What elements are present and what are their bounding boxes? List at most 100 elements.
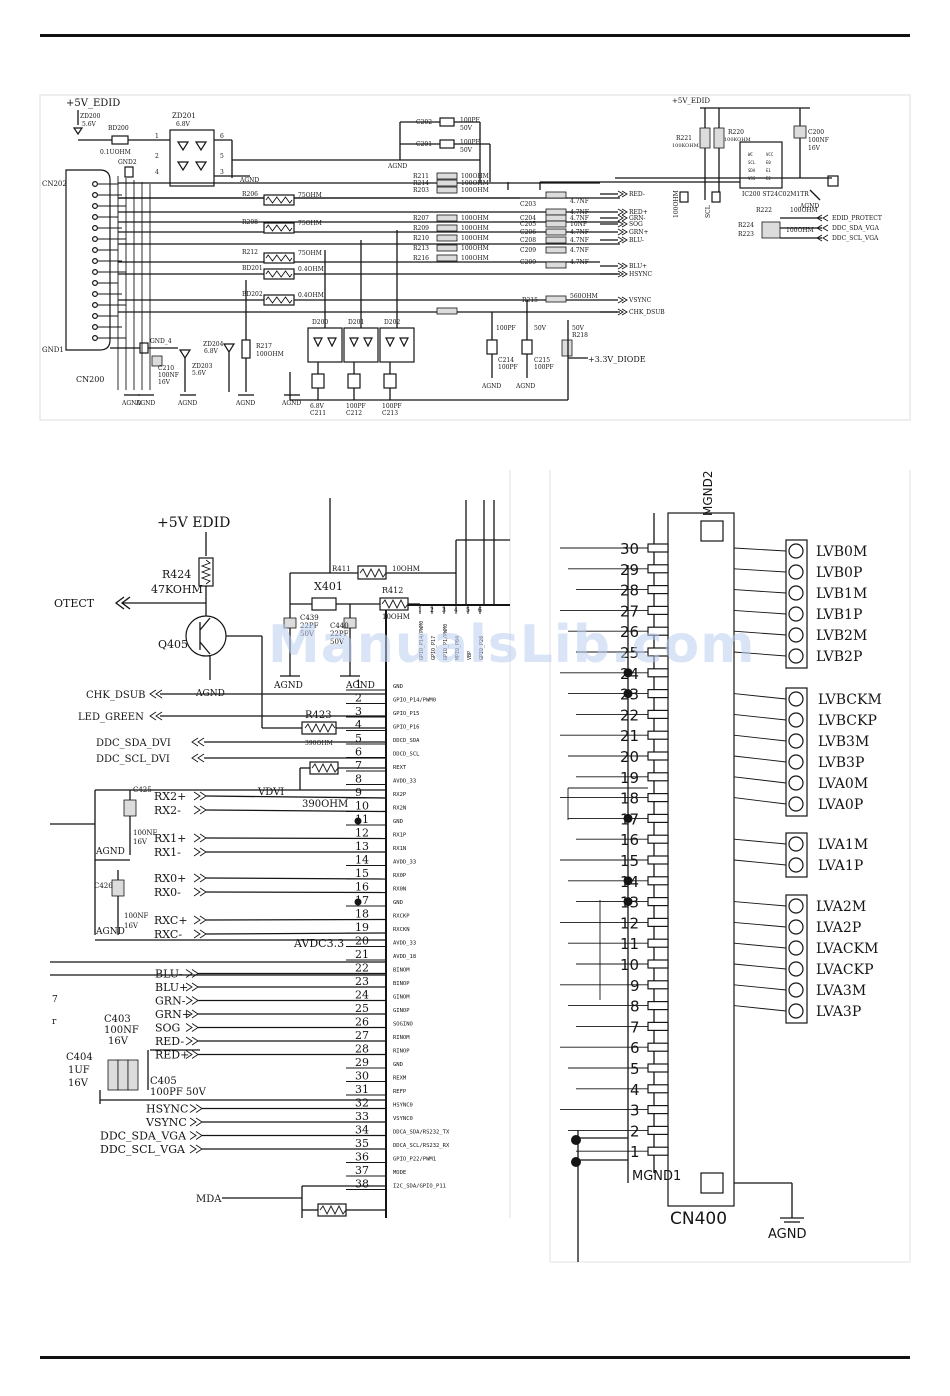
ic-pin-name: GINOM <box>393 995 410 1001</box>
dsub-pin <box>91 192 98 199</box>
connector-pin-label: CN202 <box>42 180 67 188</box>
net-arrow <box>185 969 199 978</box>
lvds-signal-label: LVA0M <box>818 776 868 792</box>
cn400-pin-pad <box>647 938 669 948</box>
agnd-label: AGND <box>135 400 155 407</box>
net-arrow <box>189 1131 203 1140</box>
svg-text:C210: C210 <box>158 365 174 372</box>
diode-array <box>343 327 379 363</box>
ic-pin-number: 22 <box>355 962 369 975</box>
ic-pin-name: RINOP <box>393 1049 410 1055</box>
cn400-pin-pad <box>647 584 669 595</box>
svg-text:C213: C213 <box>382 410 398 417</box>
ic-pin-number: 6 <box>355 746 362 759</box>
svg-text:100PF: 100PF <box>534 364 554 371</box>
ic-pin-number: 10 <box>355 800 369 813</box>
ic-pin-name: RX0N <box>393 887 406 893</box>
r411 <box>357 565 387 580</box>
mid-resistor <box>436 172 458 180</box>
r215 <box>545 295 567 303</box>
cn400-pin-pad <box>647 1125 669 1136</box>
svg-text:R213: R213 <box>413 245 429 252</box>
svg-text:100PF: 100PF <box>346 403 366 410</box>
cn400-pin-number: 6 <box>630 1039 640 1057</box>
mid-resistor <box>436 224 458 232</box>
zd204 <box>222 343 236 354</box>
cn400-pin-pad <box>647 751 669 761</box>
input-net-label: DDC_SCL_DVI <box>96 754 170 765</box>
cn400-pin-pad <box>647 1063 669 1073</box>
cn400-pin-number: 27 <box>620 602 639 620</box>
lvds-signal-label: LVB0M <box>816 544 867 560</box>
bd200-label: BD200 <box>108 125 129 132</box>
ic-pin-number: 8 <box>355 773 362 786</box>
ic-pin-number: 23 <box>355 975 369 988</box>
dsub-pin <box>91 181 98 188</box>
svg-text:4.7NF: 4.7NF <box>570 198 589 205</box>
svg-text:AGND: AGND <box>95 847 125 857</box>
svg-text:VDVI: VDVI <box>257 787 284 798</box>
svg-text:C215: C215 <box>534 357 550 364</box>
coupling-cap <box>545 214 567 222</box>
net-arrow <box>185 996 199 1005</box>
svg-text:50V: 50V <box>534 325 547 332</box>
ic-pin-number: 36 <box>355 1151 369 1164</box>
svg-text:100KOHM: 100KOHM <box>724 137 751 143</box>
ic-pin-name: AVDD_33 <box>393 860 416 866</box>
lvds-signal-label: LVACKM <box>816 941 878 957</box>
svg-text:16V: 16V <box>808 145 821 152</box>
ic-pin-name: DDCA_SCL/RS232_RX <box>393 1143 450 1149</box>
ic-pin-name: GND <box>393 819 403 825</box>
svg-text:4.7NF: 4.7NF <box>570 209 589 216</box>
svg-text:WC: WC <box>748 152 753 157</box>
svg-text:+5V_EDID: +5V_EDID <box>672 97 710 105</box>
signal-arrow <box>617 208 628 216</box>
svg-text:50V: 50V <box>300 630 315 638</box>
diode <box>399 337 409 348</box>
svg-text:50V: 50V <box>330 638 345 646</box>
svg-text:16V: 16V <box>108 1036 129 1047</box>
cn400-pin-number: 21 <box>620 727 639 745</box>
svg-text:16V: 16V <box>133 838 148 846</box>
ic-top-pin-name: GPIO_P17 <box>431 636 437 660</box>
signal-arrow <box>617 214 628 222</box>
mid-resistor <box>436 214 458 222</box>
ic-pin-number: 33 <box>355 1110 369 1123</box>
ic-pin-name: RX2P <box>393 792 407 798</box>
ic-pin-number: 26 <box>355 1016 369 1029</box>
zd203 <box>178 349 192 360</box>
ic-pin-number: 37 <box>355 1164 369 1177</box>
manualslib-watermark: ManualsLib.com <box>268 615 755 675</box>
lvds-pin <box>788 775 804 791</box>
svg-text:R206: R206 <box>242 191 258 198</box>
signal-label: RED- <box>629 191 645 198</box>
svg-text:R218: R218 <box>572 332 588 339</box>
r221 <box>699 127 711 149</box>
junction-dot <box>623 876 633 886</box>
svg-text:6.8V: 6.8V <box>310 403 325 410</box>
ic-pin-number: 2 <box>355 692 362 705</box>
ic-pin-number: 13 <box>355 840 369 853</box>
dsub-pin <box>91 324 98 331</box>
svg-text:1UF: 1UF <box>68 1065 90 1076</box>
svg-text:4.7NF: 4.7NF <box>570 237 589 244</box>
svg-text:C425: C425 <box>133 786 152 794</box>
r423 <box>301 721 337 735</box>
junction-dot <box>623 668 633 678</box>
gnd2-label: GND2 <box>118 159 137 166</box>
svg-text:SCL: SCL <box>705 205 712 218</box>
svg-text:4.7NF: 4.7NF <box>570 259 589 266</box>
svg-text:E1: E1 <box>766 168 771 173</box>
svg-text:100PF: 100PF <box>460 139 480 146</box>
svg-text:10NF: 10NF <box>570 221 587 228</box>
svg-text:C439: C439 <box>300 614 319 622</box>
svg-text:D200: D200 <box>312 319 328 326</box>
zd201-label: ZD201 <box>172 112 196 120</box>
vga-signal-label: BLU+ <box>155 981 188 994</box>
svg-text:47KOHM: 47KOHM <box>151 583 203 596</box>
cn400-pin-pad <box>647 1000 669 1011</box>
svg-text:390OHM: 390OHM <box>302 799 348 810</box>
dsub-pin <box>91 247 98 254</box>
svg-text:C211: C211 <box>310 410 326 417</box>
zd201-value: 6.8V <box>176 121 191 128</box>
